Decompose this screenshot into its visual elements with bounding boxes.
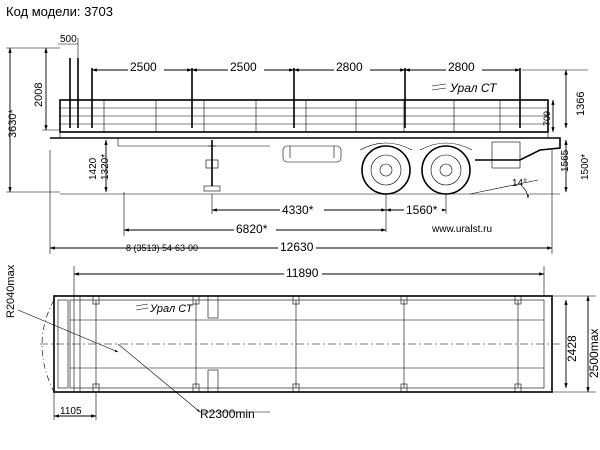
front-stake-height-label: 2008 — [33, 83, 45, 107]
inner-width-label: 2428 — [565, 335, 579, 362]
departure-angle-label: 14° — [512, 178, 527, 189]
landing-gear — [203, 140, 221, 192]
stake-pockets — [92, 295, 522, 393]
kingpin-height-2-label: 1320* — [100, 154, 111, 180]
top-brand-label: Урал СТ — [149, 303, 194, 315]
spare-wheel-holder — [491, 141, 521, 169]
side-view: 3630* 2008 500 2500 2500 2800 2800 — [6, 34, 591, 254]
side-brand-label: Урал СТ — [449, 81, 498, 95]
side-brand-logo-icon — [431, 83, 447, 91]
axle-spacing-label: 1560* — [406, 203, 438, 217]
toolbox — [282, 145, 342, 163]
stake-offset-label: 500 — [60, 34, 77, 45]
kingpin-offset-label: 1105 — [60, 406, 82, 417]
phone-label: 8 (3513) 54-63-00 — [126, 243, 198, 253]
stake-spacing-3-label: 2800 — [336, 60, 363, 74]
front-radius-label: R2040max — [5, 264, 17, 318]
deck-height-2-label: 1500* — [580, 154, 591, 180]
overall-width-label: 2500max — [587, 329, 600, 378]
wheel-base-label: 4330* — [282, 203, 314, 217]
side-boards — [59, 99, 549, 139]
rear-stake-height-label: 1366 — [575, 92, 587, 116]
top-brand-logo-icon — [135, 303, 149, 311]
kingpin-to-axle-label: 6820* — [236, 222, 268, 236]
kingpin-height-1-label: 1420 — [88, 157, 99, 180]
departure-angle-line — [469, 179, 539, 195]
deck-height-1-label: 1565 — [560, 149, 571, 172]
wheels — [359, 142, 473, 195]
model-code-header: Код модели: 3703 — [6, 4, 113, 19]
chassis — [50, 137, 561, 169]
front-radius-arc — [41, 299, 55, 393]
total-height-label: 3630* — [7, 109, 19, 138]
stake-spacing-4-label: 2800 — [448, 60, 475, 74]
model-code-label: Код модели: — [6, 4, 81, 19]
overall-length-label: 12630 — [280, 240, 314, 254]
side-stakes — [69, 58, 521, 128]
top-view: 11890 — [5, 264, 600, 421]
stake-spacing-2-label: 2500 — [230, 60, 257, 74]
model-code-value: 3703 — [84, 4, 113, 19]
turn-radius-label: R2300min — [200, 407, 255, 421]
side-board-height-label: 709 — [542, 111, 552, 126]
cross-members — [95, 300, 519, 388]
website-label: www.uralst.ru — [431, 224, 492, 235]
stake-spacing-1-label: 2500 — [130, 60, 157, 74]
deck-length-label: 11890 — [286, 266, 319, 280]
